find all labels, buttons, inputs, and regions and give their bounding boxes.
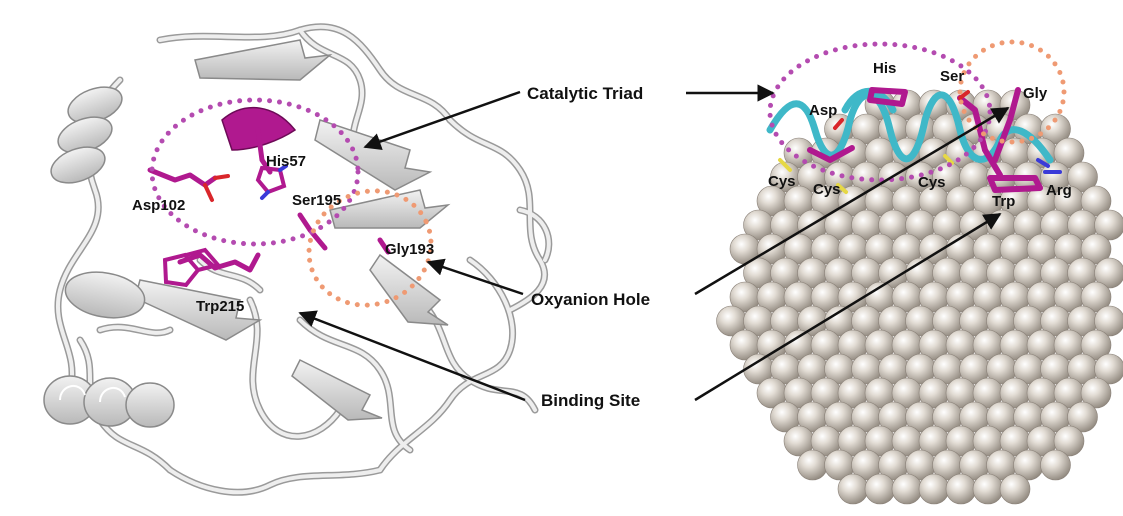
- active-site-residues: [147, 106, 391, 288]
- residue-label-gly193: Gly193: [385, 241, 434, 258]
- nanoparticle-sphere: [797, 449, 828, 481]
- catalytic-triad-circle-left: [149, 97, 361, 247]
- left-highlight-circles: [149, 97, 434, 308]
- nanoparticle-sphere: [1080, 185, 1112, 217]
- nanoparticle-sphere: [1094, 305, 1123, 337]
- arrow-catalytic-triad-left: [363, 90, 521, 150]
- residue-label-asp102: Asp102: [132, 197, 185, 214]
- ribbon-sheets: [134, 39, 451, 421]
- callout-oxyanion-hole: Oxyanion Hole: [531, 290, 650, 309]
- his57-ring: [255, 165, 287, 195]
- peptide-label-his: His: [873, 60, 896, 77]
- nanoparticle-sphere: [1040, 449, 1071, 481]
- ribbon-coils-highlight: [56, 24, 551, 495]
- nanoparticle-sphere: [891, 473, 923, 505]
- residue-label-ser195: Ser195: [292, 192, 341, 209]
- nanoparticle-sphere: [864, 473, 896, 505]
- nanoparticle-sphere: [837, 473, 869, 505]
- nanoparticle-sphere: [1094, 257, 1123, 289]
- nanoparticle-sphere: [972, 473, 1004, 505]
- peptide-heteroatoms: [778, 90, 1062, 194]
- residue-heteroatoms: [203, 164, 288, 202]
- peptide-label-cys-3: Cys: [918, 174, 946, 191]
- peptide-backbone: [766, 91, 1054, 164]
- peptide-label-trp: Trp: [992, 193, 1015, 210]
- callout-catalytic-triad: Catalytic Triad: [527, 84, 643, 103]
- nanoparticle-sphere: [918, 473, 950, 505]
- ribbon-helices: [43, 86, 175, 428]
- nanoparticle-sphere: [1067, 161, 1098, 193]
- peptide-label-cys-1: Cys: [768, 173, 796, 190]
- callout-arrows: [298, 84, 1010, 402]
- callout-binding-site: Binding Site: [541, 391, 640, 410]
- arrow-oxyanion-hole-right: [694, 106, 1010, 296]
- ribbon-coils: [54, 23, 553, 496]
- nanoparticle-sphere: [999, 473, 1031, 505]
- residue-label-his57: His57: [266, 153, 306, 170]
- peptide-label-cys-2: Cys: [813, 181, 841, 198]
- nanoparticle-sphere: [1067, 401, 1098, 433]
- peptide-residues: [807, 87, 1043, 193]
- surface-peptide: [766, 87, 1062, 194]
- protein-ribbon-structure: [43, 23, 553, 496]
- nanoparticle-sphere: [1040, 113, 1071, 145]
- nanoparticle-sphere: [1080, 281, 1112, 313]
- nanoparticle-sphere-cluster: [716, 89, 1123, 505]
- nanoparticle-sphere: [1080, 329, 1112, 361]
- nanoparticle-sphere: [1094, 209, 1123, 241]
- helix-shine: [59, 385, 126, 403]
- arrow-binding-site-right: [694, 212, 1002, 402]
- residue-label-trp215: Trp215: [196, 298, 244, 315]
- oxyanion-hole-circle-right: [957, 39, 1067, 145]
- nanoparticle-sphere: [1053, 137, 1085, 169]
- nanoparticle-sphere: [945, 473, 977, 505]
- arrow-binding-site-left: [298, 310, 526, 402]
- nanoparticle-sphere: [1080, 377, 1112, 409]
- peptide-label-asp: Asp: [809, 102, 837, 119]
- peptide-label-gly: Gly: [1023, 85, 1048, 102]
- arrow-oxyanion-hole-left: [426, 258, 524, 296]
- nanoparticle-sphere: [1094, 353, 1123, 385]
- oxyanion-hole-circle-left: [306, 188, 434, 308]
- nanoparticle-sphere: [1080, 233, 1112, 265]
- residue-sticks: [147, 127, 391, 273]
- peptide-label-arg: Arg: [1046, 182, 1072, 199]
- nanoparticle-sphere: [1053, 425, 1085, 457]
- trp215-ring: [162, 247, 222, 288]
- peptide-label-ser: Ser: [940, 68, 964, 85]
